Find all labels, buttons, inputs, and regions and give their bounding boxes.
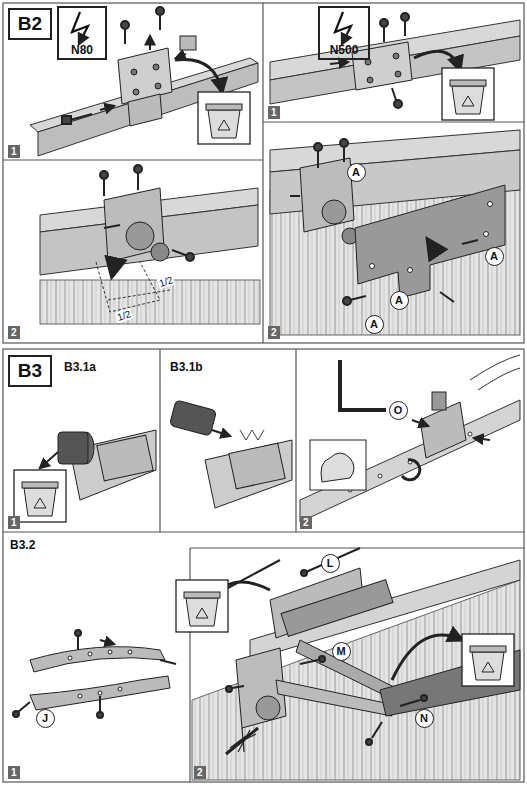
node-text: N80: [71, 43, 93, 57]
dimension: 1/2: [157, 274, 176, 289]
step-number: 1: [8, 145, 20, 158]
callout-letter: A: [390, 291, 409, 310]
callout-letter: N: [415, 709, 434, 728]
recycle-bin-icon: [462, 634, 514, 686]
node-text: N: [420, 712, 428, 724]
callout-letter: J: [36, 709, 55, 728]
step-number: 1: [268, 106, 280, 119]
step-number: 1: [8, 516, 20, 529]
step-number: 2: [268, 326, 280, 339]
node-text: L: [327, 557, 334, 569]
section-badge: B3: [8, 355, 52, 387]
sub-step-label: B3.1b: [170, 360, 203, 374]
step-number: 2: [8, 326, 20, 339]
callout-letter: A: [485, 247, 504, 266]
node-text: A: [370, 318, 378, 330]
callout-letter: O: [389, 401, 408, 420]
step-number: 1: [8, 766, 20, 779]
node-text: B2: [18, 13, 42, 35]
node-text: O: [394, 404, 403, 416]
node-text: J: [42, 712, 48, 724]
recycle-bin-icon: [442, 68, 494, 120]
dimension: 1/2: [115, 308, 134, 323]
model-badge: N80: [57, 6, 107, 60]
recycle-bin-icon: [198, 92, 250, 144]
model-badge: N500: [318, 6, 370, 60]
callout-letter: A: [347, 163, 366, 182]
step-number: 2: [300, 516, 312, 529]
callout-letter: M: [332, 642, 351, 661]
step-number: 2: [194, 766, 206, 779]
node-text: N500: [330, 43, 359, 57]
recycle-bin-icon: [14, 470, 66, 522]
node-text: A: [352, 166, 360, 178]
node-text: M: [336, 645, 345, 657]
callout-letter: L: [321, 554, 340, 573]
sub-step-label: B3.1a: [64, 360, 96, 374]
callout-letter: A: [365, 315, 384, 334]
node-text: A: [490, 250, 498, 262]
sub-step-label: B3.2: [10, 538, 35, 552]
recycle-bin-icon: [176, 580, 228, 632]
node-text: B3: [18, 360, 42, 382]
section-badge: B2: [8, 8, 52, 40]
node-text: A: [395, 294, 403, 306]
